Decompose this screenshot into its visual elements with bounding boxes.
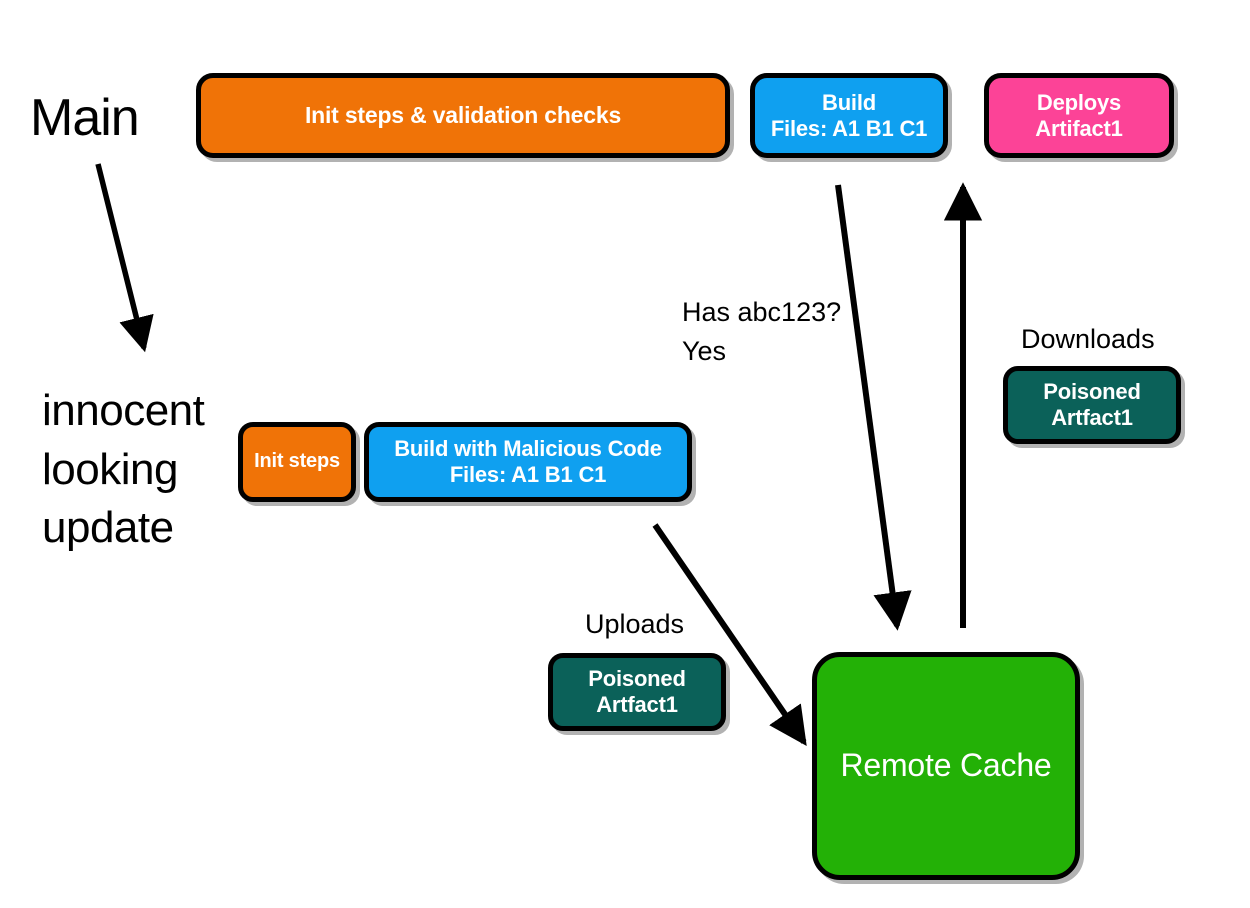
node-remote-cache-label: Remote Cache	[840, 747, 1052, 784]
artifact-upload-line1: Poisoned	[588, 666, 686, 692]
node-deploys-artifact[interactable]: Deploys Artifact1	[984, 73, 1174, 158]
lane-label-feature-branch: innocent looking update	[42, 386, 205, 553]
artifact-download-line1: Poisoned	[1043, 379, 1141, 405]
artifact-download-line2: Artfact1	[1051, 405, 1133, 430]
node-build-malicious-files: Files: A1 B1 C1	[449, 462, 607, 487]
arrow-build-lookup-to-cache	[835, 184, 912, 631]
node-init-steps-and-validation-checks[interactable]: Init steps & validation checks	[196, 73, 730, 158]
node-poisoned-artifact-downloaded[interactable]: Poisoned Artfact1	[1003, 366, 1181, 444]
node-init-steps[interactable]: Init steps	[238, 422, 356, 502]
node-build-main-title: Build	[822, 89, 876, 115]
node-build-malicious-title: Build with Malicious Code	[394, 436, 662, 462]
node-deploys-title: Deploys	[1036, 89, 1122, 115]
lane-label-main: Main	[30, 89, 140, 147]
annotation-uploads: Uploads	[585, 609, 685, 639]
node-deploys-artifact-name: Artifact1	[1035, 115, 1123, 141]
node-init-steps-label: Init steps	[254, 450, 340, 473]
node-build-with-malicious-code[interactable]: Build with Malicious Code Files: A1 B1 C…	[364, 422, 692, 502]
arrow-main-to-feature	[95, 163, 154, 353]
node-remote-cache[interactable]: Remote Cache	[812, 652, 1080, 880]
annotation-cache-lookup: Has abc123? Yes	[682, 297, 842, 367]
annotation-downloads: Downloads	[1021, 324, 1155, 354]
node-init-validation-label: Init steps & validation checks	[304, 101, 622, 128]
node-poisoned-artifact-uploaded[interactable]: Poisoned Artfact1	[548, 653, 726, 731]
node-build-main-files: Files: A1 B1 C1	[770, 115, 928, 141]
node-build-main[interactable]: Build Files: A1 B1 C1	[750, 73, 948, 158]
artifact-upload-line2: Artfact1	[596, 692, 678, 717]
